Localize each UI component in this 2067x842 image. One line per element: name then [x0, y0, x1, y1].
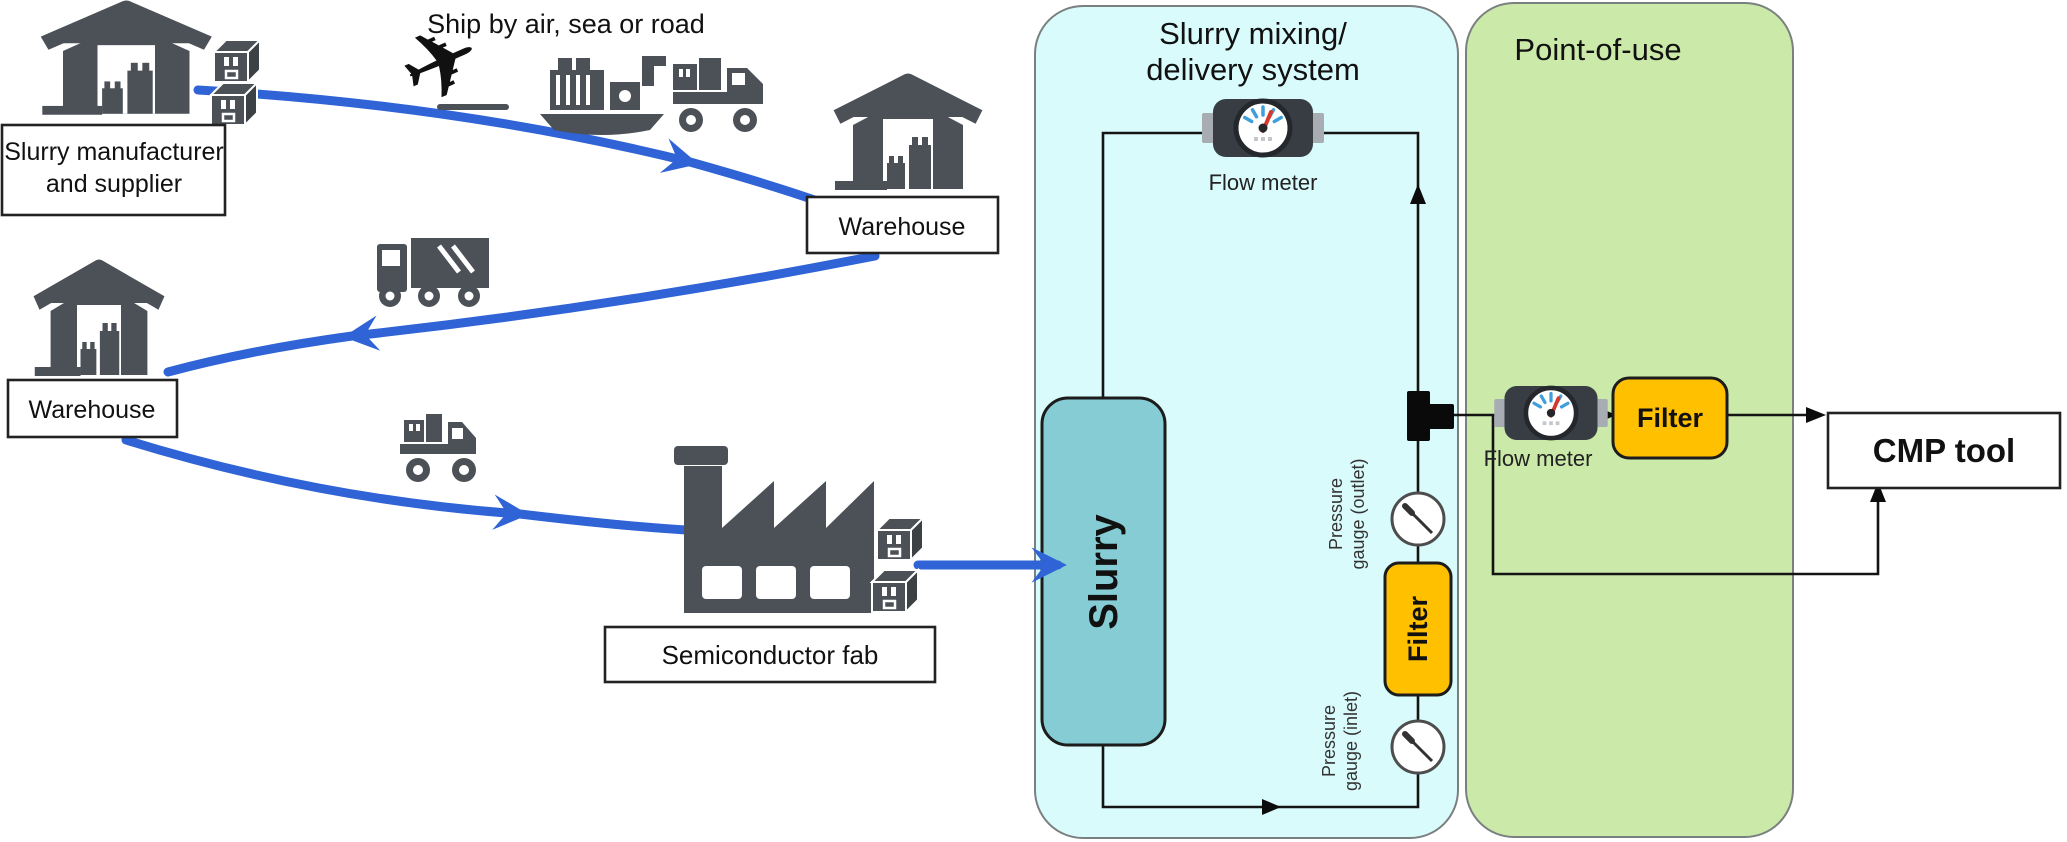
ship-by-label: Ship by air, sea or road	[427, 9, 705, 39]
arrow-warehouse-to-warehouse	[163, 251, 880, 377]
crate-icon	[870, 568, 920, 614]
pou-flow-meter-label: Flow meter	[1484, 446, 1593, 471]
svg-text:gauge (inlet): gauge (inlet)	[1341, 691, 1361, 791]
pressure-gauge-outlet-icon	[1392, 493, 1444, 545]
pressure-gauge-inlet-label: Pressure gauge (inlet)	[1319, 691, 1361, 791]
manufacturer-label-line2: and supplier	[46, 170, 182, 198]
pou-filter-label: Filter	[1637, 403, 1704, 433]
warehouse-top-label-box	[805, 195, 1000, 255]
crate-icon	[209, 81, 259, 127]
warehouse-left-icon	[35, 267, 162, 376]
flow-arrow-right-icon	[1262, 799, 1281, 815]
warehouse-top-icon	[835, 81, 979, 190]
pressure-gauge-outlet-label: Pressure gauge (outlet)	[1326, 458, 1368, 569]
slurry-panel-title-line2: delivery system	[1146, 52, 1360, 87]
loop-filter-label: Filter	[1403, 596, 1433, 663]
slurry-tank-label: Slurry	[1082, 513, 1126, 629]
pressure-gauge-inlet-icon	[1392, 721, 1444, 773]
warehouse-left-label-box	[6, 378, 179, 439]
svg-text:gauge (outlet): gauge (outlet)	[1348, 458, 1368, 569]
loop-flow-meter-label: Flow meter	[1209, 170, 1318, 195]
crate-icon	[875, 516, 925, 562]
manufacturer-warehouse-icon	[42, 8, 208, 115]
flow-arrow-into-cmp-bottom-icon	[1870, 482, 1886, 502]
cargo-ship-icon	[540, 56, 666, 135]
svg-text:Pressure: Pressure	[1319, 705, 1339, 777]
manufacturer-label-box	[0, 123, 227, 217]
loop-flow-meter-icon	[1202, 99, 1324, 157]
slurry-panel-title-line1: Slurry mixing/	[1159, 16, 1347, 51]
point-of-use-title: Point-of-use	[1514, 32, 1681, 67]
warehouse-left-label: Warehouse	[29, 396, 156, 424]
cmp-tool-box	[1826, 411, 2062, 490]
recirculation-loop-pipe	[1101, 131, 1420, 809]
cmp-tool-label: CMP tool	[1873, 432, 2015, 469]
trailer-truck-icon	[377, 238, 489, 307]
delivery-truck-icon	[673, 58, 763, 132]
arrow-warehouse-to-fab	[121, 435, 691, 535]
manufacturer-label-line1: Slurry manufacturer	[4, 138, 224, 166]
fab-label: Semiconductor fab	[662, 640, 879, 670]
loop-filter	[1383, 561, 1453, 697]
svg-text:Pressure: Pressure	[1326, 478, 1346, 550]
small-truck-icon	[400, 414, 476, 482]
pou-flow-meter-icon	[1494, 386, 1607, 440]
crate-icon	[212, 38, 262, 84]
tee-junction-icon	[1407, 391, 1454, 441]
semiconductor-fab-icon	[674, 446, 874, 613]
arrow-manufacturer-to-warehouse	[193, 85, 847, 215]
flow-arrow-to-cmp-icon	[1806, 407, 1826, 423]
fab-label-box	[603, 625, 937, 684]
warehouse-top-label: Warehouse	[839, 213, 966, 241]
pou-filter	[1611, 376, 1729, 460]
pou-return-pipe	[1491, 415, 1880, 576]
flow-arrow-up-icon	[1410, 184, 1426, 204]
